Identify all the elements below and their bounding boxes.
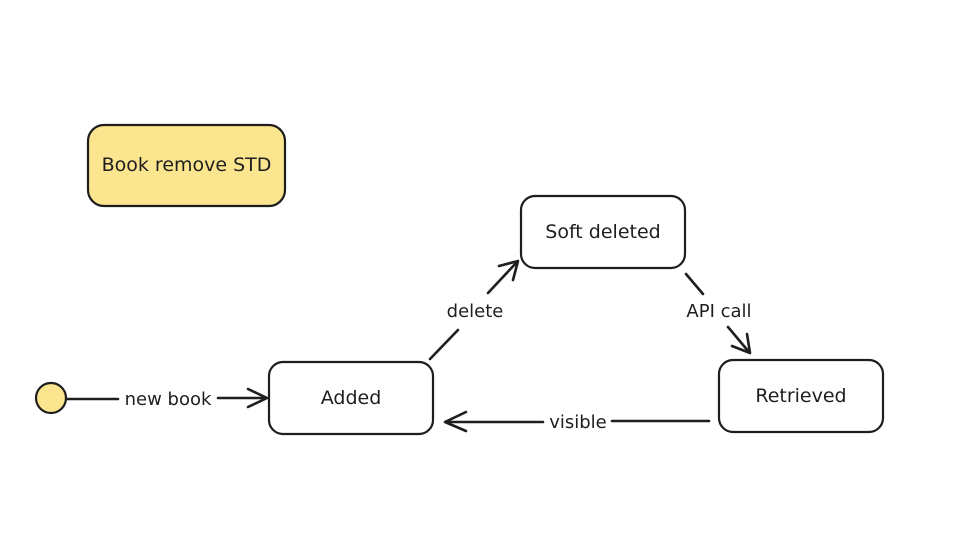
transition-delete-label: delete xyxy=(447,301,504,322)
transition-visible-line xyxy=(444,419,711,424)
transition-new-book[interactable]: new book xyxy=(65,387,269,410)
transition-delete[interactable]: delete xyxy=(428,259,520,361)
initial-state-node[interactable] xyxy=(34,381,68,415)
state-added-label: Added xyxy=(321,387,382,409)
title-note[interactable]: Book remove STD xyxy=(86,123,287,208)
state-added-box xyxy=(267,360,435,436)
state-soft-deleted-box xyxy=(519,194,687,270)
transition-api-call-line xyxy=(684,272,751,354)
state-retrieved-label: Retrieved xyxy=(755,385,846,407)
state-retrieved-box xyxy=(717,358,885,434)
transition-visible-arrowhead xyxy=(443,410,468,433)
transition-api-call-arrowhead xyxy=(730,332,752,355)
state-retrieved[interactable]: Retrieved xyxy=(717,358,885,434)
transition-delete-arrowhead xyxy=(497,259,520,282)
title-note-label: Book remove STD xyxy=(102,154,272,176)
state-added[interactable]: Added xyxy=(267,360,435,436)
transition-api-call-label: API call xyxy=(686,301,751,322)
title-note-box xyxy=(86,123,287,208)
transition-new-book-arrowhead xyxy=(246,387,269,409)
transition-visible-label: visible xyxy=(549,412,607,433)
transition-api-call[interactable]: API call xyxy=(684,272,752,355)
transition-delete-line xyxy=(428,260,519,361)
transition-new-book-label: new book xyxy=(125,389,212,410)
transition-visible[interactable]: visible xyxy=(443,410,711,433)
transition-new-book-line xyxy=(65,396,268,401)
state-soft-deleted-label: Soft deleted xyxy=(545,221,660,243)
state-soft-deleted[interactable]: Soft deleted xyxy=(519,194,687,270)
